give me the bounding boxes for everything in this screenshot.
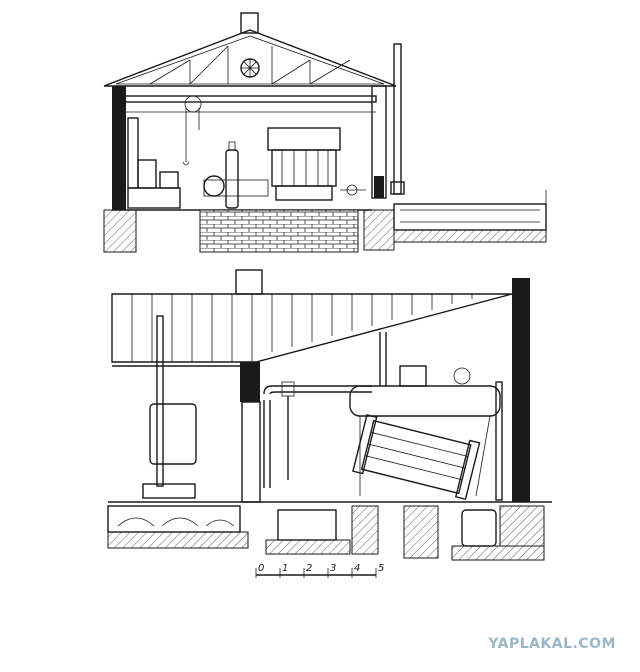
top-section	[103, 12, 547, 253]
vertical-tank	[225, 149, 239, 209]
watermark-logo: YAPLAKAL.COM	[488, 636, 616, 652]
roof-outline	[103, 29, 397, 87]
pit-1-ground	[265, 539, 351, 555]
feed-pipe	[495, 381, 503, 501]
water-tube-bank	[352, 414, 481, 501]
scale-tick-0: 0	[258, 563, 264, 574]
pit-3	[403, 505, 439, 559]
roof-chimney	[240, 12, 259, 34]
bottom-section	[107, 269, 552, 561]
underground-channel	[107, 505, 249, 549]
pit-2	[351, 505, 379, 555]
steam-piping	[263, 332, 387, 488]
scale-bar: 0 1 2 3 4 5	[255, 563, 384, 578]
left-tank	[149, 403, 197, 465]
scale-tick-1: 1	[282, 563, 288, 574]
roof-truss	[116, 45, 384, 85]
scale-tick-3: 3	[330, 563, 336, 574]
scale-tick-2: 2	[306, 563, 312, 574]
scale-tick-5: 5	[378, 563, 384, 574]
crane-hoist	[182, 95, 202, 166]
left-wall	[112, 86, 126, 210]
ground-left	[103, 209, 137, 253]
pit-4	[451, 545, 545, 561]
engine-foundation	[199, 209, 359, 253]
inner-wall	[240, 362, 260, 402]
pit-1	[277, 509, 337, 541]
control-cabinet	[127, 117, 181, 209]
ash-pit	[461, 509, 497, 547]
crane-beam	[123, 95, 377, 103]
flue-channel	[393, 190, 547, 243]
exhaust-stack	[393, 43, 402, 195]
scale-tick-4: 4	[354, 563, 360, 574]
roof-box	[235, 269, 263, 295]
ground-right	[363, 209, 395, 251]
steam-engine	[203, 127, 366, 201]
vertical-pipe	[156, 315, 164, 487]
boiler-drum	[349, 365, 501, 497]
right-chimney-wall	[512, 278, 530, 502]
